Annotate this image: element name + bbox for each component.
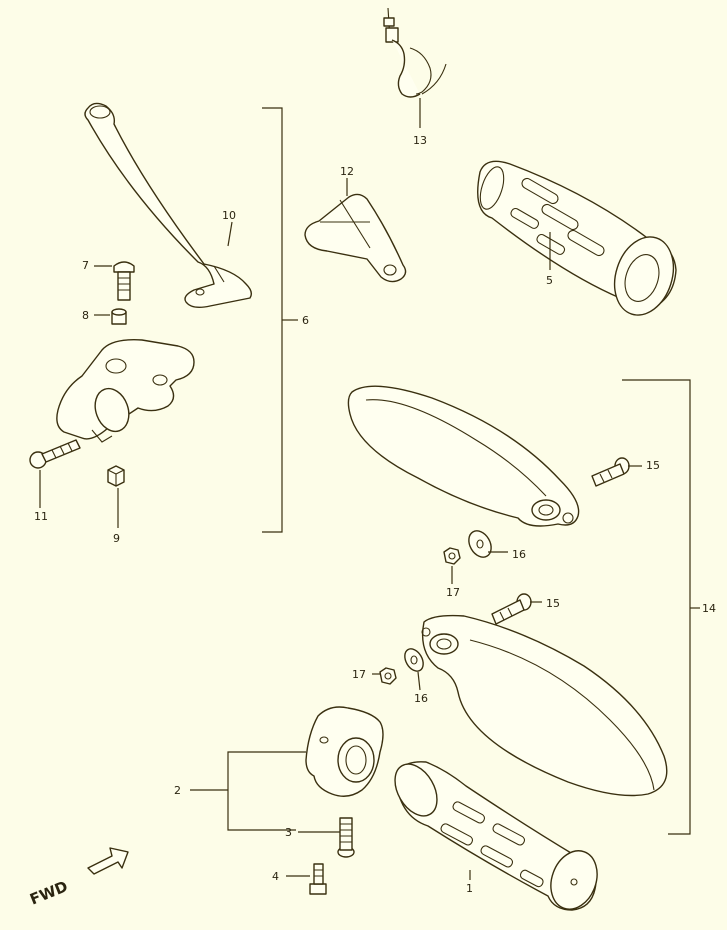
hand-guard-upper-part-14 bbox=[347, 385, 580, 527]
callout-4: 4 bbox=[272, 870, 279, 883]
screw-part-7 bbox=[113, 261, 135, 301]
fwd-arrow-icon bbox=[87, 847, 129, 875]
fwd-label: FWD bbox=[27, 877, 70, 908]
callout-7: 7 bbox=[82, 259, 89, 272]
callout-17-lower: 17 bbox=[352, 668, 366, 681]
washer-part-16-lower bbox=[404, 648, 424, 672]
group-bracket-14 bbox=[622, 379, 691, 835]
callout-17-upper: 17 bbox=[446, 586, 460, 599]
callout-2: 2 bbox=[174, 784, 181, 797]
callout-1: 1 bbox=[466, 882, 473, 895]
throttle-cable-part-13 bbox=[383, 7, 447, 98]
nut-part-9 bbox=[107, 465, 125, 487]
bushing-part-8 bbox=[111, 308, 127, 325]
grip-holder-part-2 bbox=[305, 706, 384, 797]
callout-5: 5 bbox=[546, 274, 553, 287]
callout-8: 8 bbox=[82, 309, 89, 322]
callout-12: 12 bbox=[340, 165, 354, 178]
nut-part-17-upper bbox=[443, 547, 461, 565]
callout-11: 11 bbox=[34, 510, 48, 523]
callout-9: 9 bbox=[113, 532, 120, 545]
bolt-part-15-lower bbox=[491, 593, 532, 625]
leader-lines bbox=[39, 98, 642, 880]
callout-14: 14 bbox=[702, 602, 716, 615]
grip-part-1 bbox=[394, 761, 598, 911]
callout-16-lower: 16 bbox=[414, 692, 428, 705]
washer-part-16-upper bbox=[468, 530, 492, 558]
brake-lever-part-10 bbox=[84, 102, 253, 309]
callout-3: 3 bbox=[285, 826, 292, 839]
callout-10: 10 bbox=[222, 209, 236, 222]
callout-16-upper: 16 bbox=[512, 548, 526, 561]
lever-bracket-housing bbox=[56, 339, 195, 443]
callout-6: 6 bbox=[302, 314, 309, 327]
screw-part-4 bbox=[309, 863, 327, 895]
group-bracket-2 bbox=[227, 751, 306, 831]
bolt-part-11 bbox=[29, 439, 81, 469]
nut-part-17-lower bbox=[379, 667, 397, 685]
bolt-part-15-upper bbox=[591, 457, 630, 487]
group-bracket-6 bbox=[262, 107, 283, 533]
bracket-part-12 bbox=[304, 193, 407, 283]
callout-15-lower: 15 bbox=[546, 597, 560, 610]
callout-13: 13 bbox=[413, 134, 427, 147]
screw-part-3 bbox=[337, 817, 355, 858]
hand-guard-lower-part-14 bbox=[421, 614, 668, 797]
grip-part-5 bbox=[477, 160, 677, 316]
callout-15-upper: 15 bbox=[646, 459, 660, 472]
